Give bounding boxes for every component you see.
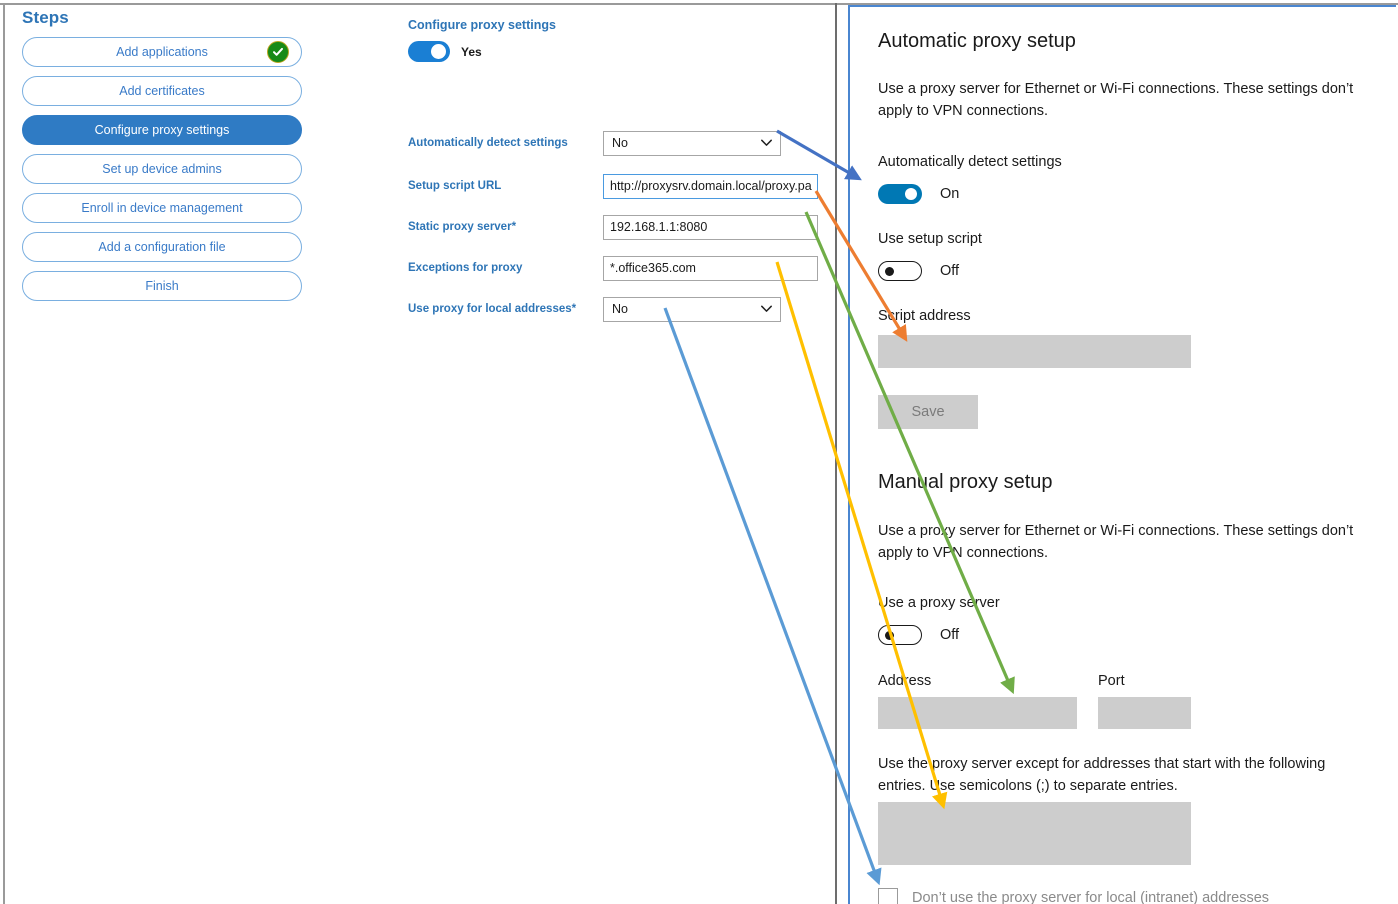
check-circle-icon bbox=[267, 41, 289, 63]
field-label: Use proxy for local addresses* bbox=[408, 303, 577, 315]
exceptions-for-proxy-input[interactable]: *.office365.com bbox=[603, 255, 818, 281]
required-marker: * bbox=[571, 303, 577, 315]
save-button[interactable]: Save bbox=[878, 395, 978, 429]
script-address-input[interactable] bbox=[878, 335, 1191, 368]
static-proxy-server-input[interactable]: 192.168.1.1:8080 bbox=[603, 214, 818, 240]
step-label: Configure proxy settings bbox=[94, 123, 230, 137]
automatic-proxy-setup-description: Use a proxy server for Ethernet or Wi-Fi… bbox=[878, 81, 1354, 119]
arrow-local-addresses bbox=[663, 307, 882, 886]
select-value: No bbox=[612, 302, 628, 316]
step-label: Finish bbox=[145, 279, 179, 293]
automatically-detect-settings-label: Automatically detect settings bbox=[878, 154, 1062, 170]
address-label: Address bbox=[878, 673, 932, 689]
manual-proxy-setup-description: Use a proxy server for Ethernet or Wi-Fi… bbox=[878, 523, 1354, 561]
manual-proxy-setup-heading: Manual proxy setup bbox=[878, 471, 1053, 493]
automatically-detect-settings-select[interactable]: No bbox=[603, 130, 781, 156]
proxy-settings-form: Configure proxy settings Yes Automatical… bbox=[408, 18, 828, 322]
configure-proxy-toggle-row: Yes bbox=[408, 41, 828, 62]
configure-proxy-toggle-value: Yes bbox=[461, 44, 482, 59]
required-marker: * bbox=[511, 221, 517, 233]
input-value: 192.168.1.1:8080 bbox=[610, 220, 708, 234]
field-exceptions-for-proxy: Exceptions for proxy *.office365.com bbox=[408, 255, 828, 281]
toggle-knob bbox=[885, 267, 894, 276]
save-button-label: Save bbox=[911, 404, 945, 420]
automatic-proxy-setup-heading: Automatic proxy setup bbox=[878, 30, 1076, 52]
form-heading: Configure proxy settings bbox=[408, 18, 556, 32]
panel-column-divider bbox=[835, 3, 837, 904]
chevron-down-icon bbox=[761, 305, 772, 312]
exceptions-description: Use the proxy server except for addresse… bbox=[878, 756, 1326, 794]
automatically-detect-settings-toggle[interactable] bbox=[878, 184, 922, 204]
address-input[interactable] bbox=[878, 697, 1077, 729]
bypass-local-addresses-checkbox[interactable] bbox=[878, 888, 898, 904]
sidebar-item-configure-proxy-settings[interactable]: Configure proxy settings bbox=[22, 115, 302, 145]
use-a-proxy-server-label: Use a proxy server bbox=[878, 595, 1000, 611]
step-label: Add certificates bbox=[119, 84, 205, 98]
use-setup-script-toggle[interactable] bbox=[878, 261, 922, 281]
script-address-label: Script address bbox=[878, 308, 971, 324]
use-setup-script-toggle-row: Off bbox=[878, 261, 959, 281]
field-label: Automatically detect settings bbox=[408, 137, 568, 149]
exceptions-input[interactable] bbox=[878, 802, 1191, 865]
field-setup-script-url: Setup script URL http://proxysrv.domain.… bbox=[408, 173, 828, 199]
window-left-divider bbox=[3, 3, 5, 904]
field-label: Exceptions for proxy bbox=[408, 262, 523, 274]
input-value: http://proxysrv.domain.local/proxy.pa bbox=[610, 179, 812, 193]
bypass-local-addresses-row[interactable]: Don’t use the proxy server for local (in… bbox=[878, 888, 1269, 904]
window-top-divider bbox=[0, 3, 1398, 5]
use-proxy-for-local-addresses-select[interactable]: No bbox=[603, 296, 781, 322]
chevron-down-icon bbox=[761, 139, 772, 146]
toggle-state-label: Off bbox=[940, 263, 960, 279]
bypass-local-addresses-label: Don’t use the proxy server for local (in… bbox=[912, 890, 1270, 904]
step-label: Add a configuration file bbox=[98, 240, 226, 254]
sidebar-item-add-certificates[interactable]: Add certificates bbox=[22, 76, 302, 106]
use-a-proxy-server-toggle[interactable] bbox=[878, 625, 922, 645]
select-value: No bbox=[612, 136, 628, 150]
toggle-knob bbox=[905, 188, 917, 200]
port-input[interactable] bbox=[1098, 697, 1191, 729]
steps-panel-title: Steps bbox=[22, 8, 69, 27]
step-label: Set up device admins bbox=[102, 162, 222, 176]
use-a-proxy-server-toggle-row: Off bbox=[878, 625, 959, 645]
setup-script-url-input[interactable]: http://proxysrv.domain.local/proxy.pa bbox=[603, 173, 818, 199]
use-setup-script-label: Use setup script bbox=[878, 231, 982, 247]
toggle-state-label: Off bbox=[940, 627, 960, 643]
windows-proxy-settings-panel: Automatic proxy setup Use a proxy server… bbox=[848, 5, 1396, 904]
sidebar-item-finish[interactable]: Finish bbox=[22, 271, 302, 301]
sidebar-item-add-a-configuration-file[interactable]: Add a configuration file bbox=[22, 232, 302, 262]
field-label: Setup script URL bbox=[408, 180, 502, 192]
sidebar-item-enroll-in-device-management[interactable]: Enroll in device management bbox=[22, 193, 302, 223]
toggle-knob bbox=[885, 631, 894, 640]
field-label: Static proxy server* bbox=[408, 221, 517, 233]
sidebar-item-set-up-device-admins[interactable]: Set up device admins bbox=[22, 154, 302, 184]
step-label: Enroll in device management bbox=[81, 201, 243, 215]
input-value: *.office365.com bbox=[610, 261, 696, 275]
steps-panel: Steps Add applications Add certificates … bbox=[14, 8, 314, 310]
automatically-detect-settings-toggle-row: On bbox=[878, 184, 959, 204]
sidebar-item-add-applications[interactable]: Add applications bbox=[22, 37, 302, 67]
toggle-state-label: On bbox=[940, 186, 960, 202]
field-use-proxy-for-local-addresses: Use proxy for local addresses* No bbox=[408, 296, 828, 322]
field-automatically-detect-settings: Automatically detect settings No bbox=[408, 130, 828, 156]
field-static-proxy-server: Static proxy server* 192.168.1.1:8080 bbox=[408, 214, 828, 240]
port-label: Port bbox=[1098, 673, 1125, 689]
toggle-knob bbox=[431, 44, 446, 59]
configure-proxy-toggle[interactable] bbox=[408, 41, 450, 62]
step-label: Add applications bbox=[116, 45, 208, 59]
